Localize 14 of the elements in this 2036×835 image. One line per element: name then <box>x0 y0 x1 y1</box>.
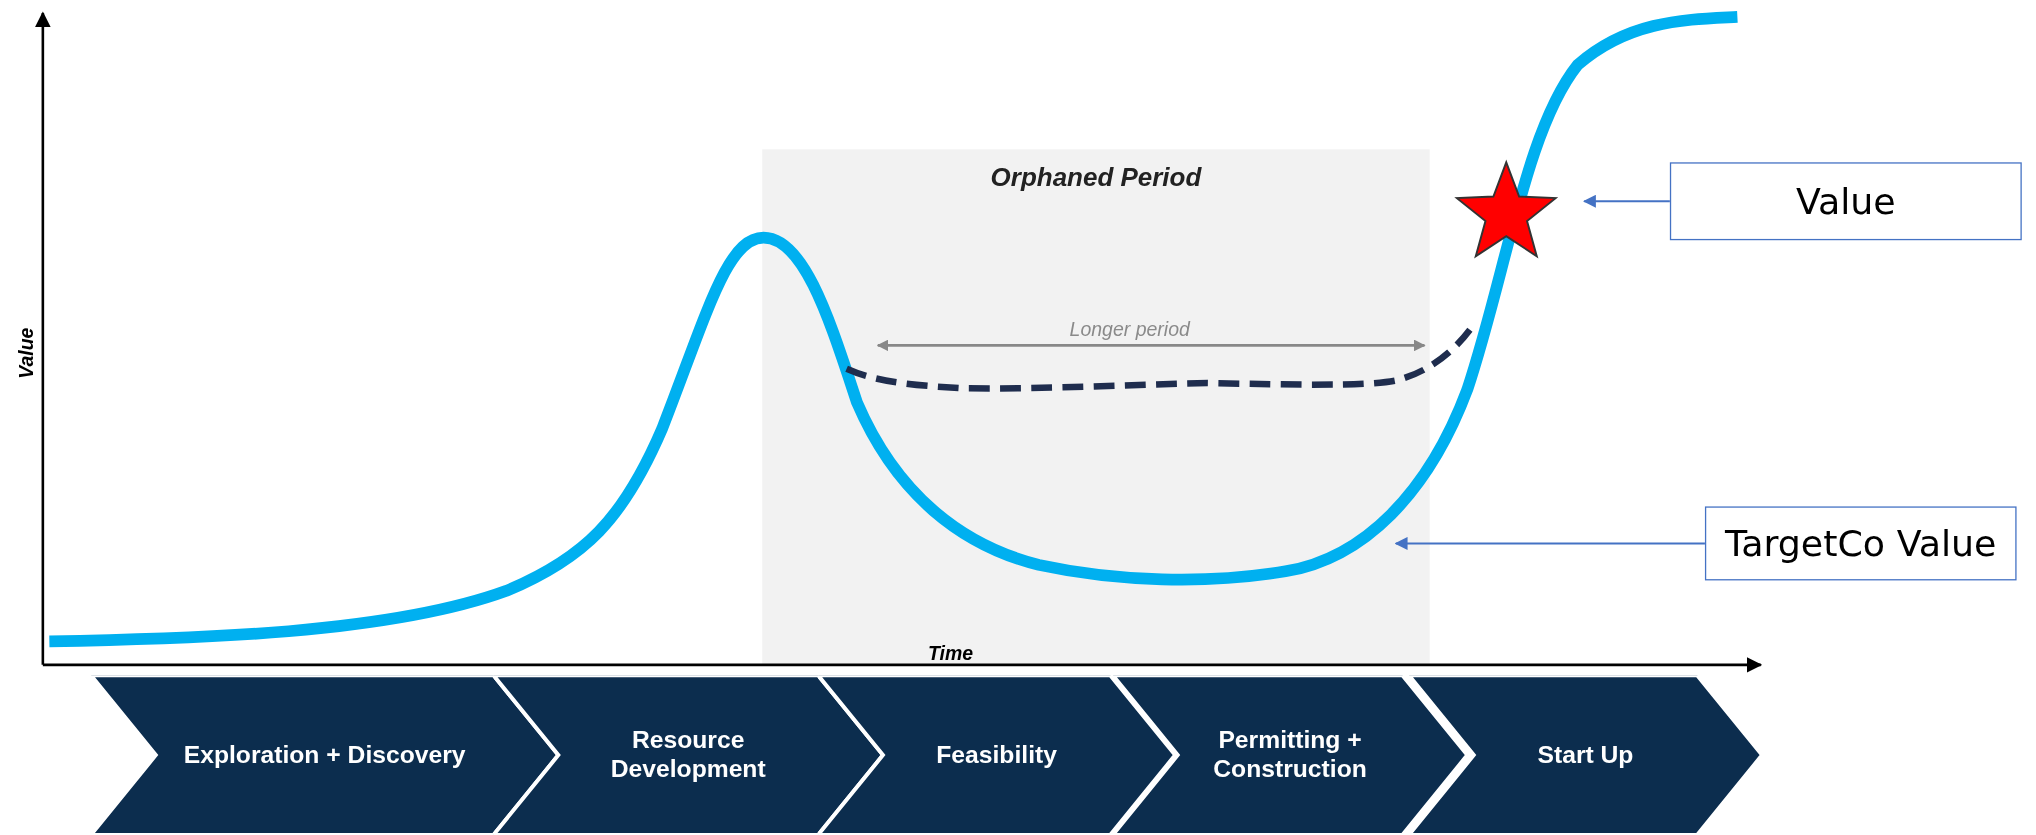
period-title: Orphaned Period <box>989 162 1203 193</box>
axis-label: Time <box>927 642 974 665</box>
step-label: Resource Development <box>609 725 767 785</box>
step-label: Start Up <box>1536 740 1635 770</box>
step-label: Permitting + Construction <box>1212 725 1368 785</box>
axis-label: Value <box>14 327 37 379</box>
leader-arrow <box>1394 536 1706 550</box>
step-label: Exploration + Discovery <box>182 740 467 770</box>
dimension-label: Longer period <box>1069 317 1190 340</box>
callout-box: Value <box>1669 162 2022 241</box>
star-marker <box>1454 159 1559 259</box>
leader-arrow <box>1582 194 1671 208</box>
step-label: Feasibility <box>935 740 1058 770</box>
callout-box: TargetCo Value <box>1704 506 2017 581</box>
